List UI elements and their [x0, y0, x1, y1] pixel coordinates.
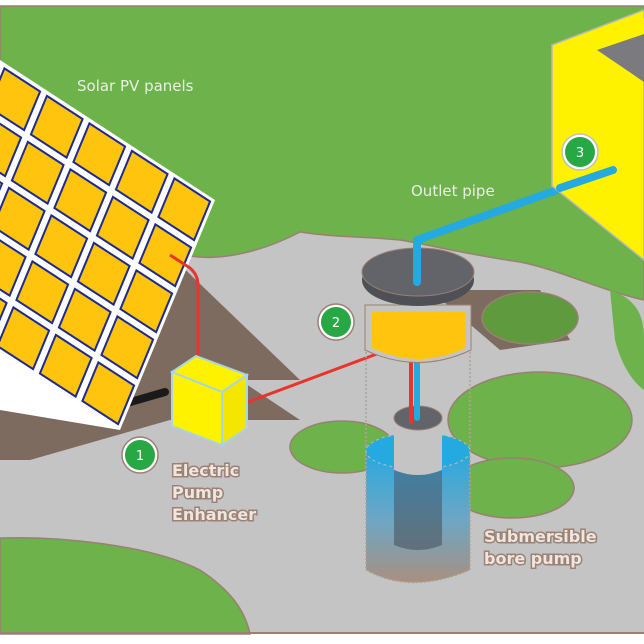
badge-1-number: 1	[136, 449, 144, 464]
label-outlet-pipe: Outlet pipe	[411, 182, 495, 200]
solar-cell	[53, 167, 108, 233]
solar-cell	[72, 121, 127, 187]
label-enhancer-line1: Electric	[172, 461, 239, 480]
outlet-pipe	[413, 166, 617, 286]
solar-cell	[34, 213, 89, 279]
solar-pv-panel	[0, 60, 215, 430]
solar-cell	[100, 314, 155, 380]
grass-area-right	[610, 290, 644, 390]
solar-cell	[0, 305, 51, 371]
badge-2-number: 2	[332, 316, 340, 331]
label-bore-pump-line1: Submersible	[484, 527, 597, 546]
solar-cell	[157, 176, 212, 242]
bore-hole	[365, 405, 471, 584]
solar-cell	[15, 259, 70, 325]
solar-cell	[95, 195, 150, 261]
wire-panel-to-enhancer	[169, 253, 200, 370]
tank-opening	[597, 34, 644, 82]
solar-cell	[0, 180, 4, 192]
guide-lines	[365, 340, 471, 446]
label-bore-pump-line2: bore pump	[484, 549, 582, 568]
pump-casing	[394, 420, 442, 475]
wire-enhancer-to-pump	[247, 350, 383, 404]
water-tank	[551, 9, 644, 261]
solar-cell	[114, 149, 169, 215]
grass-patch	[447, 371, 633, 469]
solar-cell	[76, 241, 131, 307]
solar-cell	[38, 333, 93, 399]
badge-3-number: 3	[576, 146, 584, 161]
solar-cell	[0, 122, 23, 178]
label-enhancer-line3: Enhancer	[172, 505, 256, 524]
pump-head	[361, 247, 475, 363]
solar-cell	[0, 66, 42, 132]
solar-cell	[57, 287, 112, 353]
badge-2: 2	[317, 303, 355, 341]
solar-cell	[0, 239, 27, 298]
solar-cell	[81, 360, 136, 426]
grass-patch	[481, 291, 579, 345]
badge-3: 3	[561, 133, 599, 171]
solar-cell	[0, 297, 8, 322]
label-solar-pv-panels: Solar PV panels	[77, 77, 194, 95]
solar-cell	[138, 222, 193, 288]
electric-pump-enhancer-box	[169, 354, 250, 447]
solar-cell	[29, 94, 84, 160]
solar-cell	[0, 186, 46, 252]
divider	[0, 632, 644, 634]
grass-area-bottom-left	[0, 536, 251, 635]
label-enhancer-line2: Pump	[172, 483, 223, 502]
badge-1: 1	[121, 436, 159, 474]
outlet-pipe-end	[556, 166, 617, 192]
solar-cell	[10, 140, 65, 206]
solar-cell	[119, 268, 174, 334]
